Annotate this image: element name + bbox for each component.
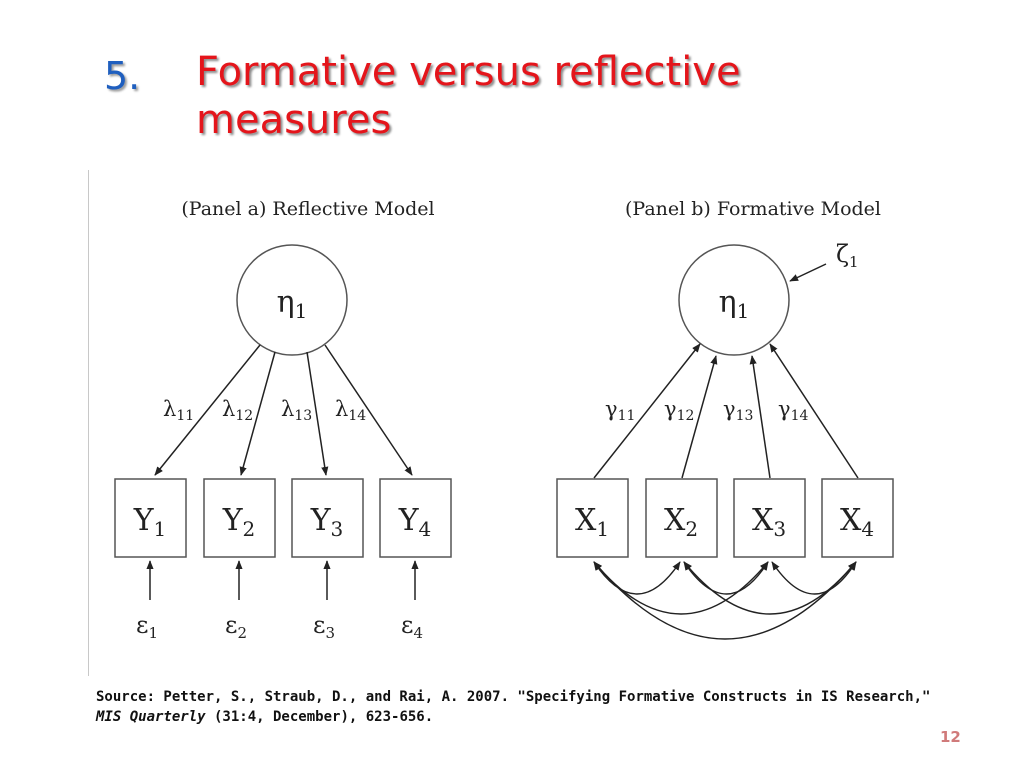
indicator-y2-box xyxy=(203,478,276,558)
loading-label-4: λ14 xyxy=(335,397,366,424)
indicator-y3-box xyxy=(291,478,364,558)
weight-label-2: γ12 xyxy=(664,397,694,424)
indicator-x4-label: X4 xyxy=(840,503,874,541)
error-label-3: ε3 xyxy=(313,611,335,642)
weight-arrow-1 xyxy=(593,343,701,479)
weight-arrow-3 xyxy=(749,355,771,479)
disturbance-arrow xyxy=(789,263,827,282)
disturbance-label: ζ1 xyxy=(836,240,859,271)
indicator-x1-box xyxy=(556,478,629,558)
loading-label-2: λ12 xyxy=(222,397,253,424)
indicator-y2-label: Y2 xyxy=(222,503,256,541)
citation-details: (31:4, December), 623-656. xyxy=(205,709,434,725)
latent-eta-label: η1 xyxy=(277,285,308,323)
error-label-2: ε2 xyxy=(225,611,247,642)
covariance-arcs xyxy=(593,561,857,640)
source-citation: Source: Petter, S., Straub, D., and Rai,… xyxy=(96,687,956,727)
title-line-2: measures xyxy=(196,97,392,143)
loading-arrow-3 xyxy=(306,351,329,476)
loading-label-3: λ13 xyxy=(281,397,312,424)
covariance-arc-2-4 xyxy=(683,561,857,615)
panel-a-reflective: (Panel a) Reflective Model η1 λ11 λ12 λ1… xyxy=(114,198,452,642)
indicator-x1-label: X1 xyxy=(575,503,609,541)
panel-a-heading: (Panel a) Reflective Model xyxy=(181,198,434,220)
weight-label-1: γ11 xyxy=(605,397,635,424)
title-number: 5. xyxy=(104,54,141,98)
citation-text: Source: Petter, S., Straub, D., and Rai,… xyxy=(96,689,931,705)
covariance-arc-2-3 xyxy=(683,561,769,595)
panel-b-heading: (Panel b) Formative Model xyxy=(625,198,881,220)
title-line-1: Formative versus reflective xyxy=(196,49,741,95)
loading-arrow-2 xyxy=(239,351,276,476)
panel-b-formative: (Panel b) Formative Model η1 ζ1 γ11 γ12 … xyxy=(556,198,894,640)
weight-label-3: γ13 xyxy=(723,397,753,424)
indicator-y4-label: Y4 xyxy=(398,503,432,541)
title-text: Formative versus reflective measures xyxy=(196,48,741,144)
indicator-y4-box xyxy=(379,478,452,558)
weight-arrow-2 xyxy=(681,355,718,479)
error-label-1: ε1 xyxy=(136,611,158,642)
latent-eta-node xyxy=(236,244,348,356)
covariance-arc-1-3 xyxy=(593,561,769,615)
figure-divider xyxy=(88,170,89,676)
indicator-y1-box xyxy=(114,478,187,558)
indicator-x2-label: X2 xyxy=(664,503,698,541)
indicator-y1-label: Y1 xyxy=(133,503,167,541)
loading-label-1: λ11 xyxy=(163,397,194,424)
weight-label-4: γ14 xyxy=(778,397,808,424)
indicator-x4-box xyxy=(821,478,894,558)
loading-arrow-1 xyxy=(154,344,261,476)
indicator-x2-box xyxy=(645,478,718,558)
indicator-x3-box xyxy=(733,478,806,558)
covariance-arc-3-4 xyxy=(771,561,857,595)
indicator-y3-label: Y3 xyxy=(310,503,344,541)
weight-arrow-4 xyxy=(769,343,859,479)
loading-arrow-4 xyxy=(324,344,413,476)
covariance-arc-1-4 xyxy=(593,561,857,640)
page-number: 12 xyxy=(940,728,961,746)
citation-journal: MIS Quarterly xyxy=(96,709,206,725)
covariance-arc-1-2 xyxy=(593,561,681,595)
latent-eta-label-b: η1 xyxy=(719,285,750,323)
latent-eta-node-b xyxy=(678,244,790,356)
indicator-x3-label: X3 xyxy=(752,503,786,541)
error-label-4: ε4 xyxy=(401,611,423,642)
